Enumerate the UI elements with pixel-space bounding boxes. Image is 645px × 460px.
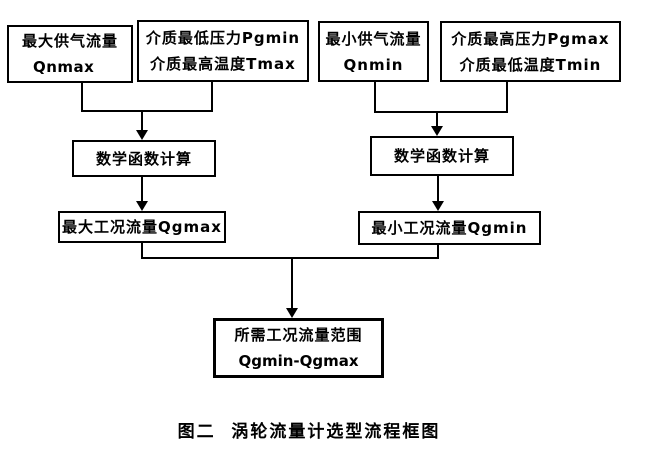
connector-merge-top-left xyxy=(81,80,213,112)
node-required-flow-range: 所需工况流量范围 Qgmin-Qgmax xyxy=(213,318,384,378)
node-min-supply-flow: 最小供气流量 Qnmin xyxy=(318,21,429,82)
node-label-line2: Qgmin-Qgmax xyxy=(238,352,359,370)
node-label-line1: 最大供气流量 xyxy=(21,32,118,50)
connector-merge-bottom xyxy=(141,243,439,259)
node-math-calc-left: 数学函数计算 xyxy=(72,140,216,177)
arrowhead-math-left xyxy=(136,130,148,140)
node-label-line1: 所需工况流量范围 xyxy=(234,326,363,344)
node-label: 数学函数计算 xyxy=(393,147,490,165)
node-label-line2: Qnmax xyxy=(33,58,95,76)
arrowhead-math-right xyxy=(431,126,443,136)
node-label-line1: 介质最低压力Pgmin xyxy=(145,29,301,47)
arrowhead-qgmax xyxy=(136,201,148,211)
node-min-working-flow: 最小工况流量Qgmin xyxy=(358,211,541,245)
node-label: 数学函数计算 xyxy=(95,149,192,168)
node-max-supply-flow: 最大供气流量 Qnmax xyxy=(7,25,133,83)
node-label-line2: 介质最低温度Tmin xyxy=(459,55,602,74)
node-label-line2: 介质最高温度Tmax xyxy=(150,55,296,73)
node-max-working-flow: 最大工况流量Qgmax xyxy=(58,211,226,243)
node-label-line1: 最小供气流量 xyxy=(325,29,422,48)
node-math-calc-right: 数学函数计算 xyxy=(370,136,514,176)
node-label-line2: Qnmin xyxy=(343,55,404,74)
node-label: 最小工况流量Qgmin xyxy=(371,219,528,237)
arrowhead-qgmin xyxy=(432,201,444,211)
arrowhead-result xyxy=(286,308,298,318)
node-max-pressure-min-temp: 介质最高压力Pgmax 介质最低温度Tmin xyxy=(440,21,621,82)
connector-merge-top-right xyxy=(374,80,508,113)
figure-caption: 图二 涡轮流量计选型流程框图 xyxy=(177,422,441,442)
node-label: 最大工况流量Qgmax xyxy=(62,218,222,236)
node-label-line1: 介质最高压力Pgmax xyxy=(451,29,610,48)
node-min-pressure-max-temp: 介质最低压力Pgmin 介质最高温度Tmax xyxy=(137,20,309,82)
